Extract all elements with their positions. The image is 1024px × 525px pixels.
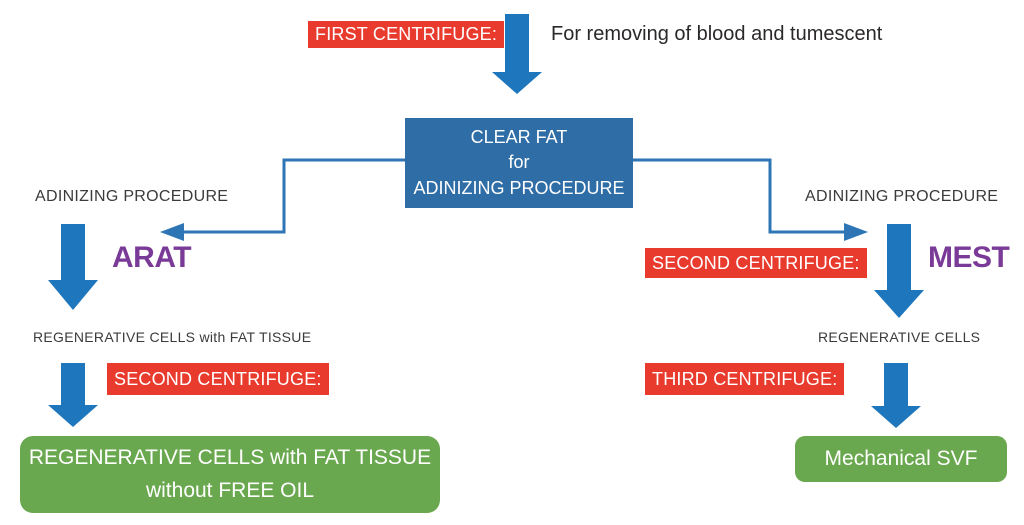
clear-fat-box: CLEAR FAT for ADINIZING PROCEDURE xyxy=(405,118,633,208)
left-arrow-down-upper-icon xyxy=(48,224,98,310)
clear-fat-box-line2: for xyxy=(508,152,530,173)
arrow-shaft xyxy=(61,224,85,280)
left-regenerative-cells-label: REGENERATIVE CELLS with FAT TISSUE xyxy=(33,329,312,345)
left-second-centrifuge-label: SECOND CENTRIFUGE: xyxy=(107,363,329,395)
clear-fat-box-line1: CLEAR FAT xyxy=(470,126,568,147)
third-centrifuge-label: THIRD CENTRIFUGE: xyxy=(645,363,845,395)
right-second-centrifuge-label: SECOND CENTRIFUGE: xyxy=(645,248,867,278)
arrow-shaft xyxy=(884,363,908,406)
right-arrow-down-lower-icon xyxy=(871,363,921,428)
arrow-head xyxy=(48,280,98,310)
top-note: For removing of blood and tumescent xyxy=(551,23,883,45)
right-result-box-label: Mechanical SVF xyxy=(824,447,978,470)
right-arrow-down-upper-icon xyxy=(874,224,924,318)
arrow-shaft xyxy=(887,224,911,290)
arat-method-label: ARAT xyxy=(112,241,192,274)
clear-fat-box-line3: ADINIZING PROCEDURE xyxy=(413,177,625,198)
arrow-shaft xyxy=(505,14,529,72)
left-result-box-line2: without FREE OIL xyxy=(145,478,315,502)
arrow-head xyxy=(48,405,98,427)
arrow-head xyxy=(874,290,924,318)
left-adinizing-procedure-label: ADINIZING PROCEDURE xyxy=(35,188,229,205)
first-centrifuge-label: FIRST CENTRIFUGE: xyxy=(308,21,505,48)
arrow-shaft xyxy=(61,363,85,405)
left-result-box-line1: REGENERATIVE CELLS with FAT TISSUE xyxy=(28,445,432,469)
arrow-head xyxy=(871,406,921,428)
top-arrow-down-icon xyxy=(492,14,542,94)
arrow-head xyxy=(492,72,542,94)
left-arrow-down-lower-icon xyxy=(48,363,98,427)
right-result-box: Mechanical SVF xyxy=(795,436,1007,482)
mest-method-label: MEST xyxy=(928,241,1010,274)
left-result-box: REGENERATIVE CELLS with FAT TISSUE witho… xyxy=(20,436,440,513)
right-regenerative-cells-label: REGENERATIVE CELLS xyxy=(818,329,981,345)
right-adinizing-procedure-label: ADINIZING PROCEDURE xyxy=(805,188,999,205)
